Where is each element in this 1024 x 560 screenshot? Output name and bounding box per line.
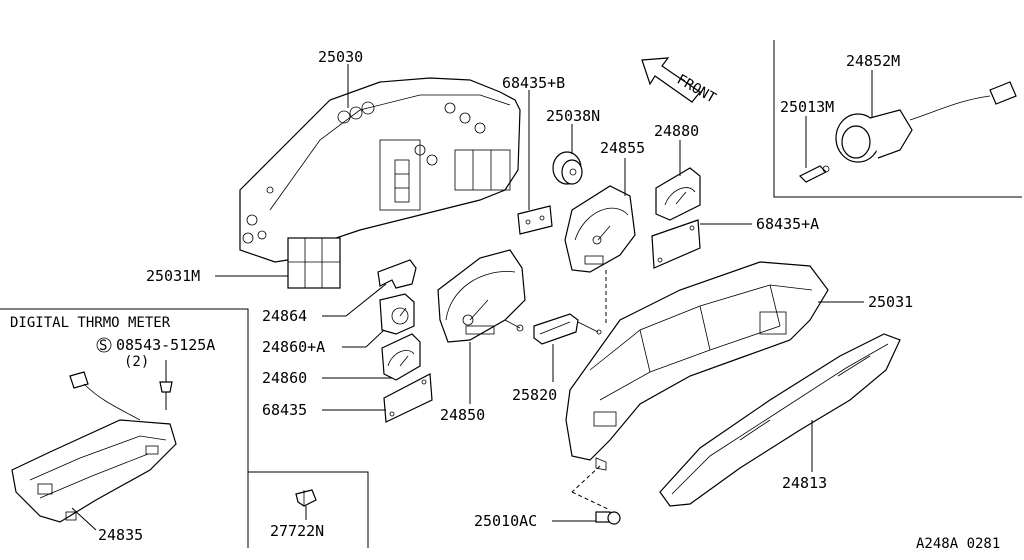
clip-27722N [295, 489, 317, 507]
label-24850: 24850 [440, 406, 485, 424]
label-screw-part: 08543-5125A [116, 336, 215, 354]
gauge-24855 [564, 185, 636, 273]
label-27722N: 27722N [270, 522, 324, 540]
label-25038N: 25038N [546, 107, 600, 125]
plate-68435B [517, 205, 553, 235]
label-25013M: 25013M [780, 98, 834, 116]
gauge-24880 [655, 167, 701, 221]
lens-24813 [659, 333, 901, 507]
reference-code: A248A 0281 [916, 536, 1000, 552]
label-24835: 24835 [98, 526, 143, 544]
housing-upper-25030 [239, 77, 521, 289]
meter-24835 [11, 360, 177, 523]
connector-25820 [533, 313, 602, 345]
label-25031: 25031 [868, 293, 913, 311]
bulb-25013M [798, 165, 830, 183]
screw-25010AC [595, 511, 621, 525]
label-25030: 25030 [318, 48, 363, 66]
label-24864: 24864 [262, 307, 307, 325]
gauge-24860A [379, 293, 415, 335]
housing-lower-25031 [565, 261, 829, 471]
label-68435A: 68435+A [756, 215, 819, 233]
knob-25038N [552, 151, 583, 185]
sensor-24852M [835, 81, 1017, 163]
label-24880: 24880 [654, 122, 699, 140]
label-25010AC: 25010AC [474, 512, 537, 530]
bracket-24864 [377, 259, 417, 289]
gauge-24850 [437, 249, 526, 343]
front-arrow-icon [641, 57, 701, 103]
inset-title: DIGITAL THRMO METER [10, 315, 171, 331]
label-24852M: 24852M [846, 52, 900, 70]
label-68435: 68435 [262, 401, 307, 419]
label-24860: 24860 [262, 369, 307, 387]
label-68435B: 68435+B [502, 74, 565, 92]
screw-symbol: S [99, 338, 107, 354]
plate-68435A [651, 219, 701, 269]
front-label: FRONT [674, 72, 719, 107]
assembly-guides [571, 270, 611, 511]
label-24860A: 24860+A [262, 338, 325, 356]
label-25820: 25820 [512, 386, 557, 404]
label-24855: 24855 [600, 139, 645, 157]
inset-frames [0, 40, 1022, 548]
plate-68435 [383, 373, 433, 423]
label-screw-qty: (2) [124, 354, 149, 370]
label-25031M: 25031M [146, 267, 200, 285]
label-24813: 24813 [782, 474, 827, 492]
screw-symbol-icon [96, 337, 112, 353]
gauge-24860 [381, 333, 421, 381]
